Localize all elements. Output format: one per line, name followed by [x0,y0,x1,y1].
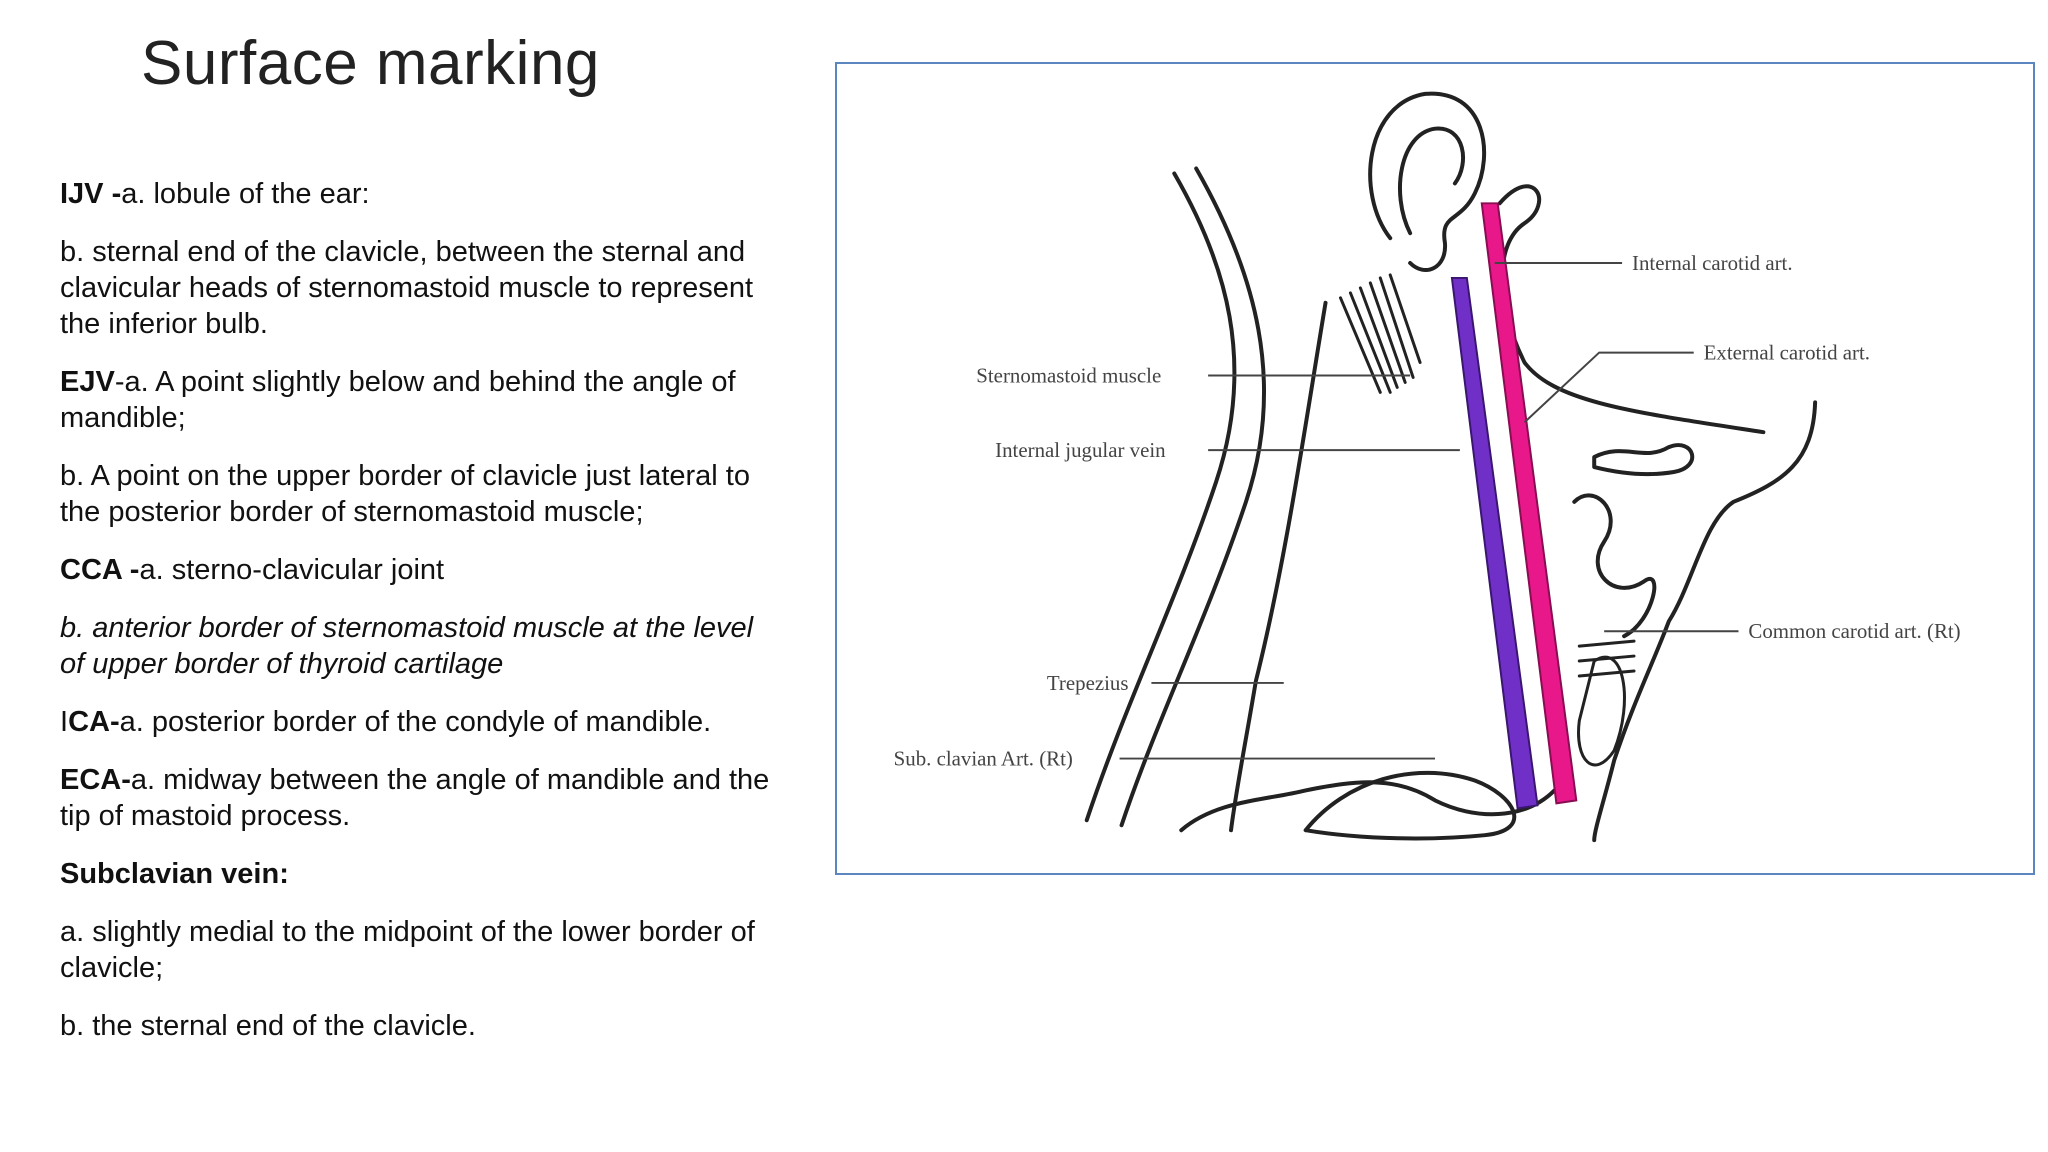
ica-prefix: I [60,706,69,738]
label-common-carotid: Common carotid art. (Rt) [1748,619,1960,643]
subclavian-term: Subclavian vein: [60,858,289,890]
ica-line-a: ICA-a. posterior border of the condyle o… [60,704,780,740]
spine-outline [1229,300,1328,833]
cca-line-b: b. anterior border of sternomastoid musc… [60,612,754,680]
neck-back-outline-inner [1119,166,1267,828]
label-internal-jugular: Internal jugular vein [995,438,1166,462]
subclavian-line-b: b. the sternal end of the clavicle. [60,1010,476,1042]
ejv-term: EJV [60,366,115,398]
thyroid-cartilage [1577,655,1626,767]
tongue-shape [1592,443,1695,477]
label-external-carotid: External carotid art. [1704,341,1870,365]
trachea-rings [1577,639,1636,678]
leader-external-carotid [1523,351,1694,423]
ijv-term: IJV - [60,178,122,210]
neck-anatomy-figure: Internal carotid art. External carotid a… [835,62,2035,875]
cca-line-a: CCA -a. sterno-clavicular joint [60,552,780,588]
face-profile [1497,184,1766,435]
cca-a-text: a. sterno-clavicular joint [139,554,445,586]
internal-jugular-vein [1450,276,1539,810]
first-rib-outline [1303,770,1517,841]
eca-line-a: ECA-a. midway between the angle of mandi… [60,762,780,834]
cca-term: CCA - [60,554,140,586]
neck-back-outline [1084,171,1237,823]
slide-title: Surface marking [141,29,600,98]
notes-text: IJV -a. lobule of the ear: b. sternal en… [60,176,780,1066]
eca-a-text: a. midway between the angle of mandible … [60,764,770,832]
ear-inner [1397,126,1465,236]
ejv-line-a: EJV-a. A point slightly below and behind… [60,364,780,436]
throat-shape [1572,493,1657,639]
ejv-a-text: -a. A point slightly below and behind th… [60,366,736,434]
ijv-line-a: IJV -a. lobule of the ear: [60,176,780,212]
carotid-artery [1480,202,1578,805]
ica-term: CA- [68,706,120,738]
ica-a-text: a. posterior border of the condyle of ma… [119,706,712,738]
ijv-line-b: b. sternal end of the clavicle, between … [60,236,754,340]
label-trapezius: Trepezius [1047,671,1129,695]
jaw-outline [1592,400,1818,843]
subclavian-heading: Subclavian vein: [60,856,780,892]
ejv-line-b: b. A point on the upper border of clavic… [60,460,750,528]
eca-term: ECA- [60,764,131,796]
label-subclavian-art: Sub. clavian Art. (Rt) [894,747,1073,771]
ijv-a-text: a. lobule of the ear: [121,178,370,210]
sternomastoid-muscle [1338,273,1422,394]
subclavian-line-a: a. slightly medial to the midpoint of th… [60,916,755,984]
neck-diagram: Internal carotid art. External carotid a… [894,91,1961,843]
label-internal-carotid: Internal carotid art. [1632,251,1793,275]
label-sternomastoid: Sternomastoid muscle [976,363,1161,387]
ear-outline [1368,91,1487,272]
